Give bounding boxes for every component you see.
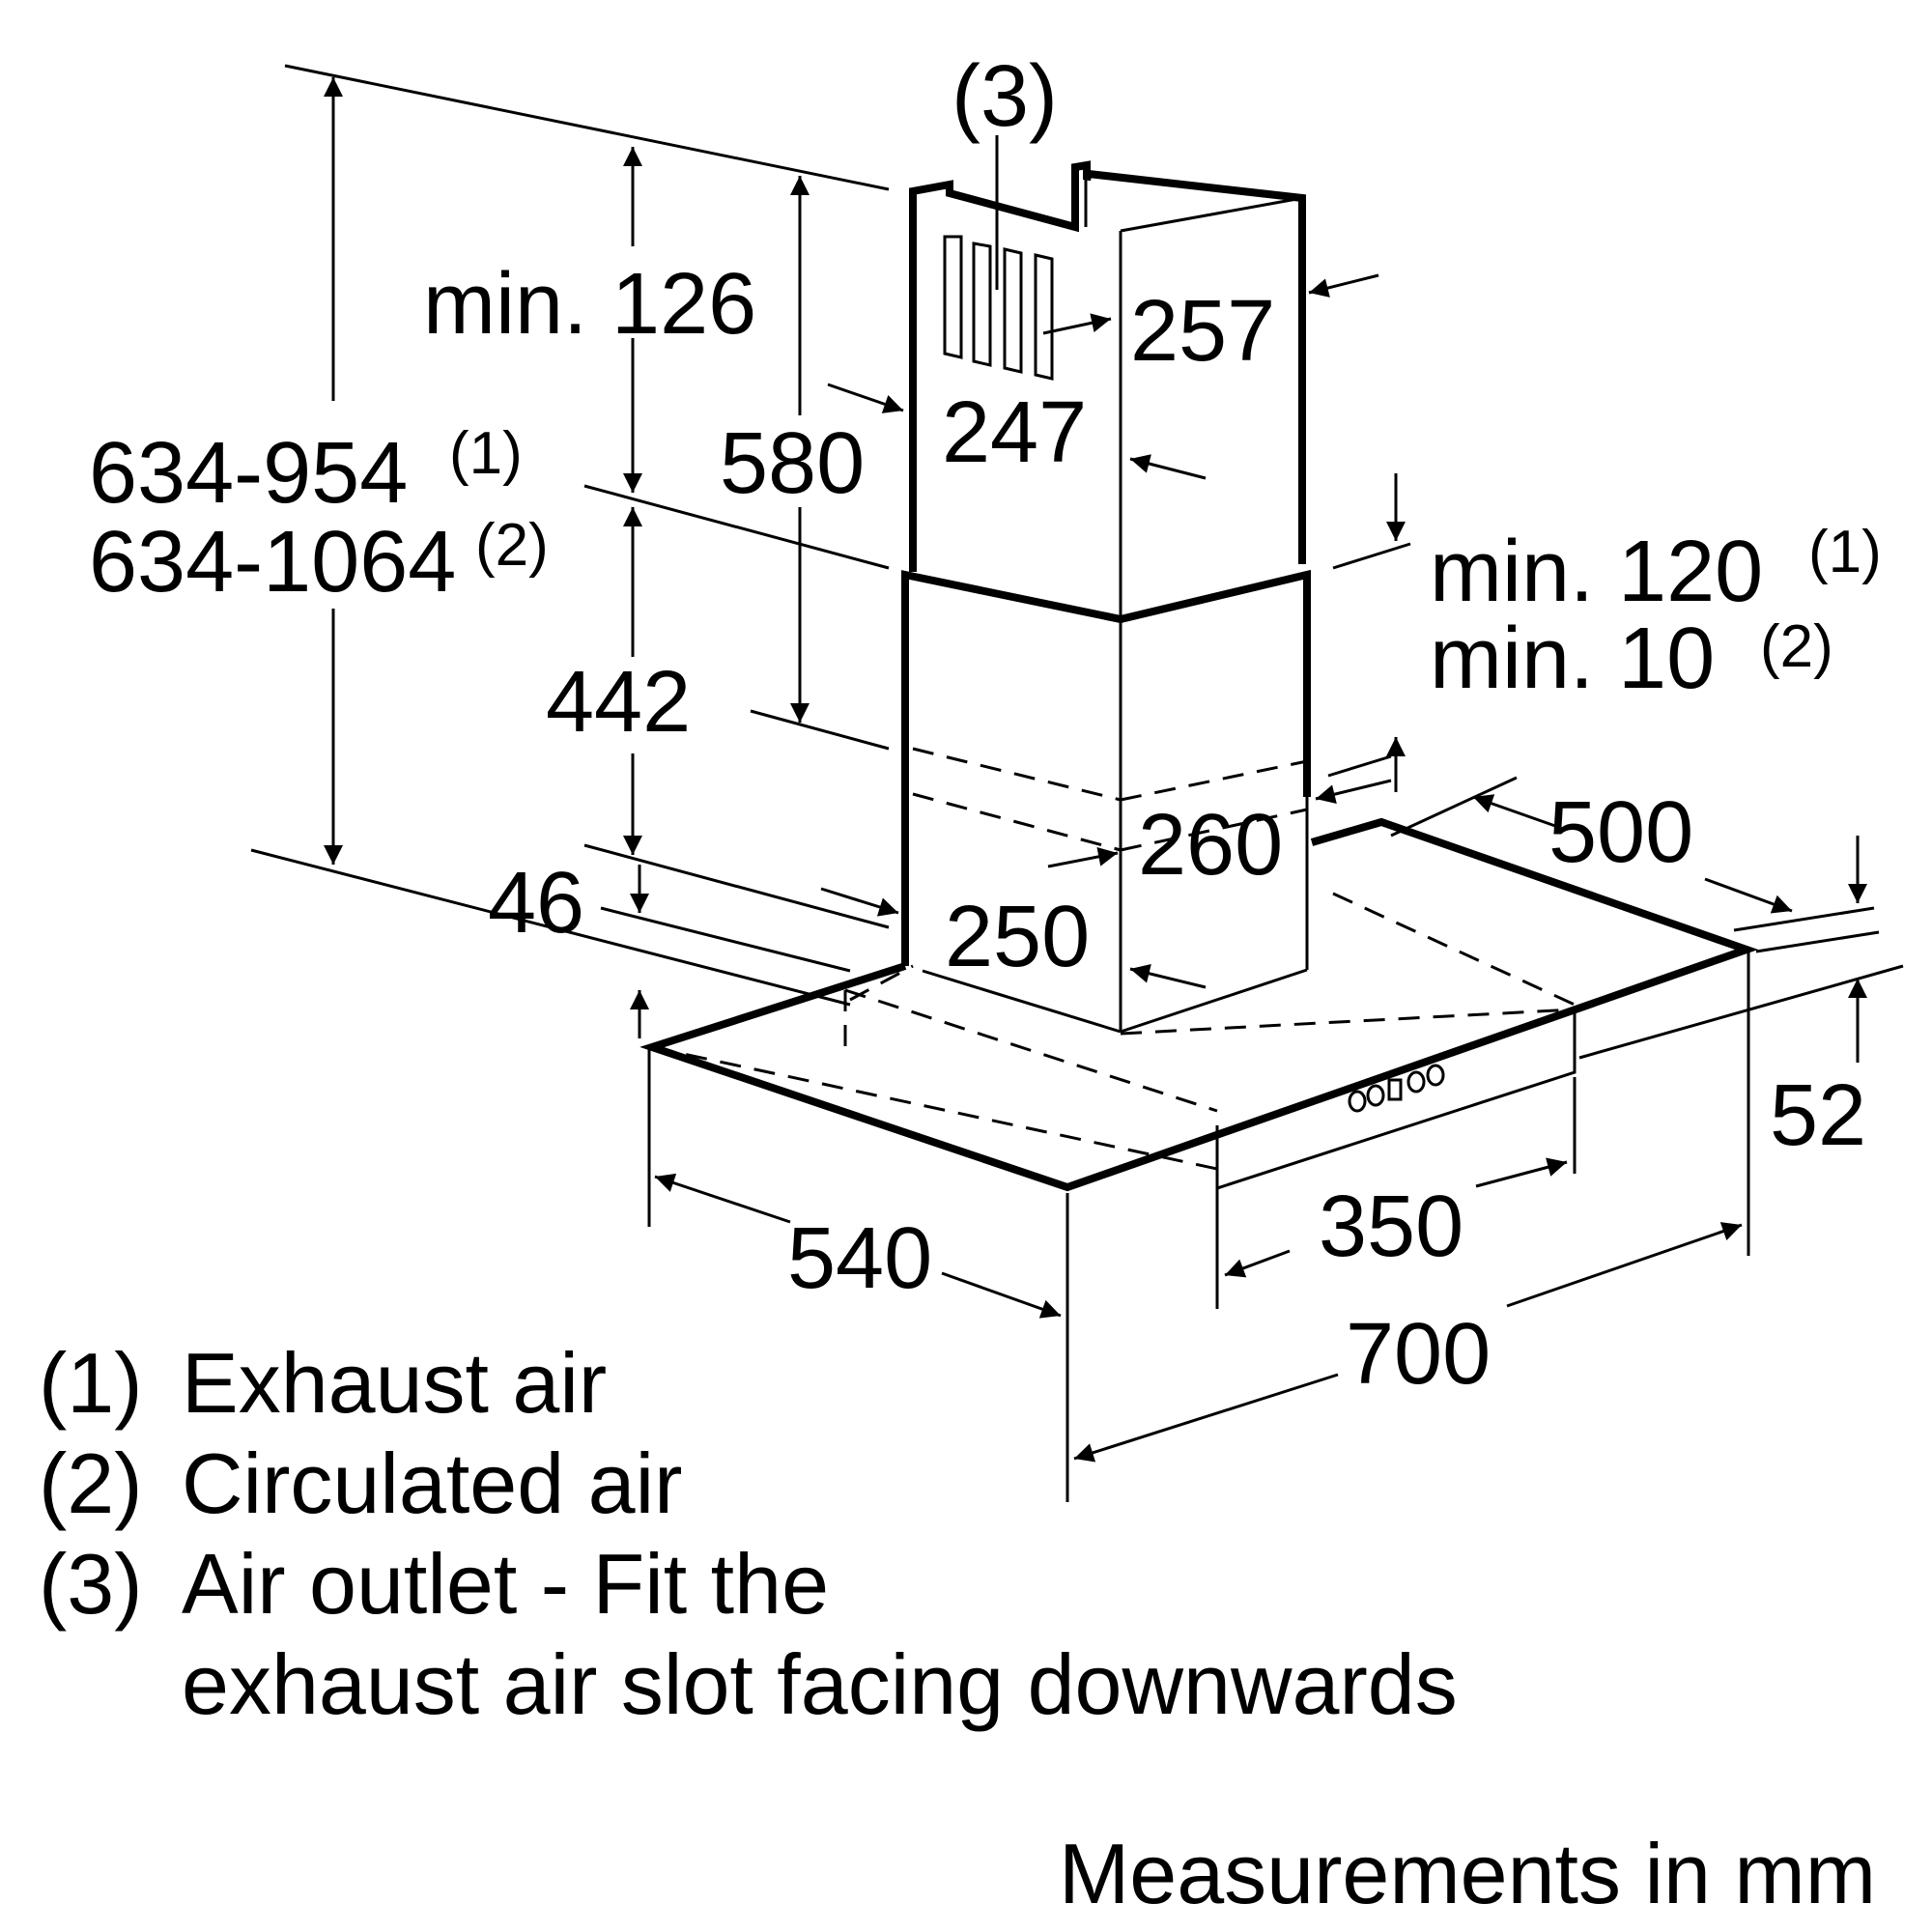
label-540: 540 [787, 1210, 932, 1307]
label-257: 257 [1130, 283, 1275, 380]
label-46: 46 [488, 855, 584, 952]
dimension-arrows [324, 77, 1867, 1463]
label-634-1064: 634-1064 [89, 514, 456, 611]
upper-chimney-outline [909, 160, 1306, 572]
label-min-120-note: (1) [1808, 519, 1882, 585]
legend-text-3: Air outlet - Fit the [182, 1536, 829, 1632]
lower-chimney-bottom-edge [1120, 968, 1308, 1034]
callout-air-outlet: (3) [952, 48, 1058, 145]
label-634-954-note: (1) [449, 420, 523, 487]
label-634-954: 634-954 [89, 425, 408, 522]
legend: (1) Exhaust air (2) Circulated air (3) A… [39, 1335, 1458, 1732]
canopy-outline [639, 817, 1759, 1192]
label-min-10-note: (2) [1760, 613, 1833, 680]
label-min-10: min. 10 [1430, 611, 1715, 707]
canopy-bottom-hidden-top [1120, 1008, 1576, 1036]
units-note: Measurements in mm [1059, 1826, 1876, 1921]
label-52: 52 [1770, 1067, 1866, 1164]
legend-number-1: (1) [39, 1335, 143, 1431]
label-260: 260 [1138, 797, 1283, 894]
label-350: 350 [1319, 1179, 1463, 1275]
canopy-inner-hidden [849, 964, 914, 1002]
label-500: 500 [1548, 784, 1693, 881]
label-247: 247 [942, 384, 1087, 481]
legend-text-2: Circulated air [182, 1435, 682, 1531]
legend-text-3-continued: exhaust air slot facing downwards [182, 1636, 1458, 1732]
dimension-labels: (3) min. 126 634-954 (1) 634-1064 (2) 58… [89, 48, 1882, 1403]
label-min-120: min. 120 [1430, 524, 1763, 620]
label-580: 580 [720, 415, 865, 512]
control-knobs [1348, 1064, 1445, 1113]
hood-outline [639, 160, 1759, 1192]
chimney-overlap-hidden-4 [1120, 808, 1308, 852]
legend-number-3: (3) [39, 1536, 143, 1632]
label-250: 250 [945, 889, 1090, 985]
legend-text-1: Exhaust air [182, 1335, 607, 1431]
air-outlet-slot [943, 235, 1054, 381]
extension-lines [250, 64, 1904, 1502]
canopy-bottom-hidden-front [651, 1045, 1218, 1171]
chimney-overlap-hidden-2 [1120, 759, 1308, 802]
label-700: 700 [1346, 1306, 1491, 1403]
canopy-bottom-hidden-back [844, 988, 1218, 1113]
label-442: 442 [546, 654, 691, 751]
canopy-bottom-hidden-right [1332, 892, 1576, 1007]
chimney-overlap-hidden-3 [912, 792, 1122, 852]
lower-chimney-base-left [922, 969, 1122, 1034]
label-634-1064-note: (2) [475, 512, 549, 579]
chimney-overlap-hidden-1 [912, 747, 1122, 802]
legend-number-2: (2) [39, 1435, 143, 1531]
label-min-126: min. 126 [423, 256, 756, 353]
upper-chimney-top-edge [1120, 196, 1303, 233]
canopy-front-right-edge [1574, 948, 1747, 1011]
